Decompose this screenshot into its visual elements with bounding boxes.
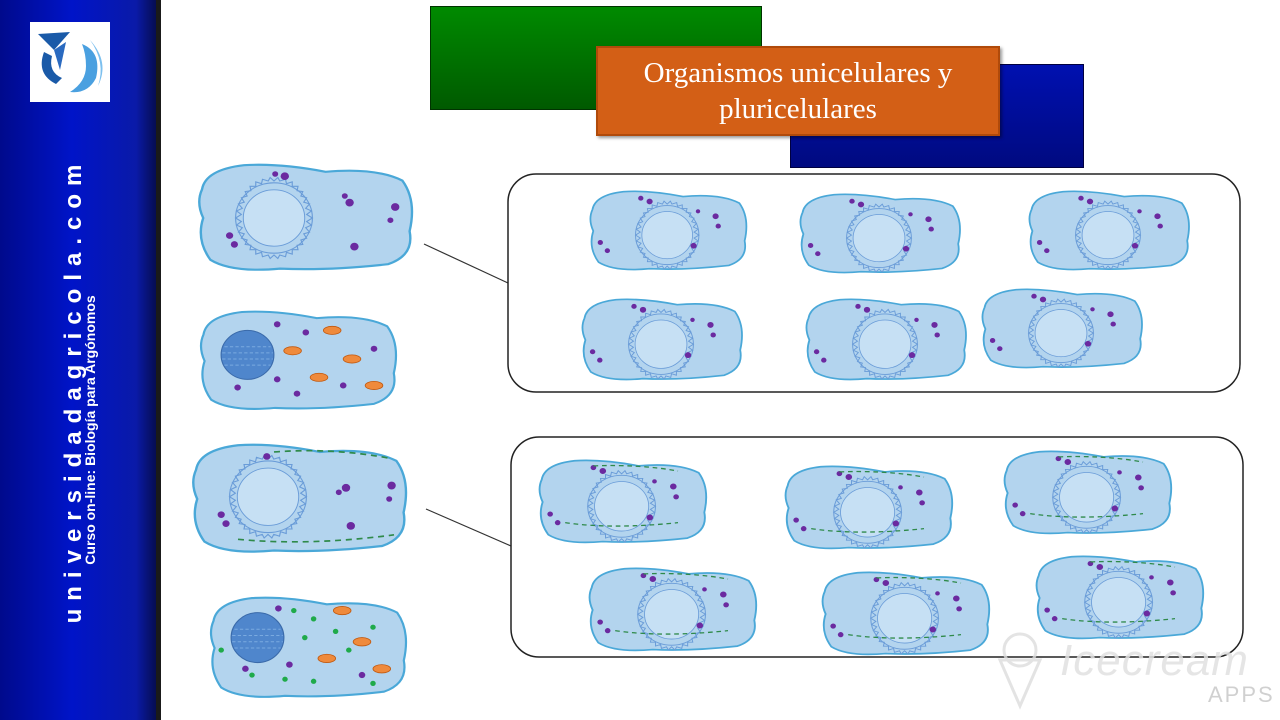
- multicellular-group-top: [507, 173, 1241, 393]
- page-title: Organismos unicelulares y pluricelulares: [643, 57, 953, 125]
- watermark-sub: APPS: [1208, 682, 1275, 707]
- plant-cell-large: [192, 443, 408, 553]
- multicellular-group-bottom: [510, 436, 1244, 658]
- small-cell-top-6: [982, 289, 1142, 367]
- chloroplast-cell-large: [209, 596, 408, 698]
- watermark-cone-icon: [997, 632, 1043, 710]
- sidebar: universidadagricola.com Curso on-line: B…: [0, 0, 160, 720]
- university-logo-icon: [38, 32, 103, 93]
- small-cell-bottom-5: [823, 572, 990, 654]
- connector-line-bottom: [425, 508, 512, 547]
- small-cell-bottom-4: [590, 568, 757, 650]
- small-cell-top-4: [582, 299, 742, 379]
- connector-line-top: [423, 243, 509, 284]
- logo: [30, 22, 110, 102]
- small-cell-top-1: [590, 191, 746, 269]
- title-box: Organismos unicelulares y pluricelulares: [596, 46, 1000, 136]
- small-cell-bottom-3: [1005, 451, 1172, 533]
- small-cell-bottom-2: [786, 466, 953, 548]
- small-cell-top-5: [806, 299, 966, 379]
- small-cell-top-2: [800, 194, 960, 272]
- small-cell-bottom-6: [1037, 556, 1204, 638]
- prokaryote-cell-large: [199, 310, 398, 411]
- watermark-main: Icecream: [1060, 636, 1249, 685]
- animal-cell-large: [198, 163, 414, 271]
- sidebar-edge: [156, 0, 161, 720]
- small-cell-bottom-1: [540, 460, 707, 542]
- small-cell-top-3: [1029, 191, 1189, 269]
